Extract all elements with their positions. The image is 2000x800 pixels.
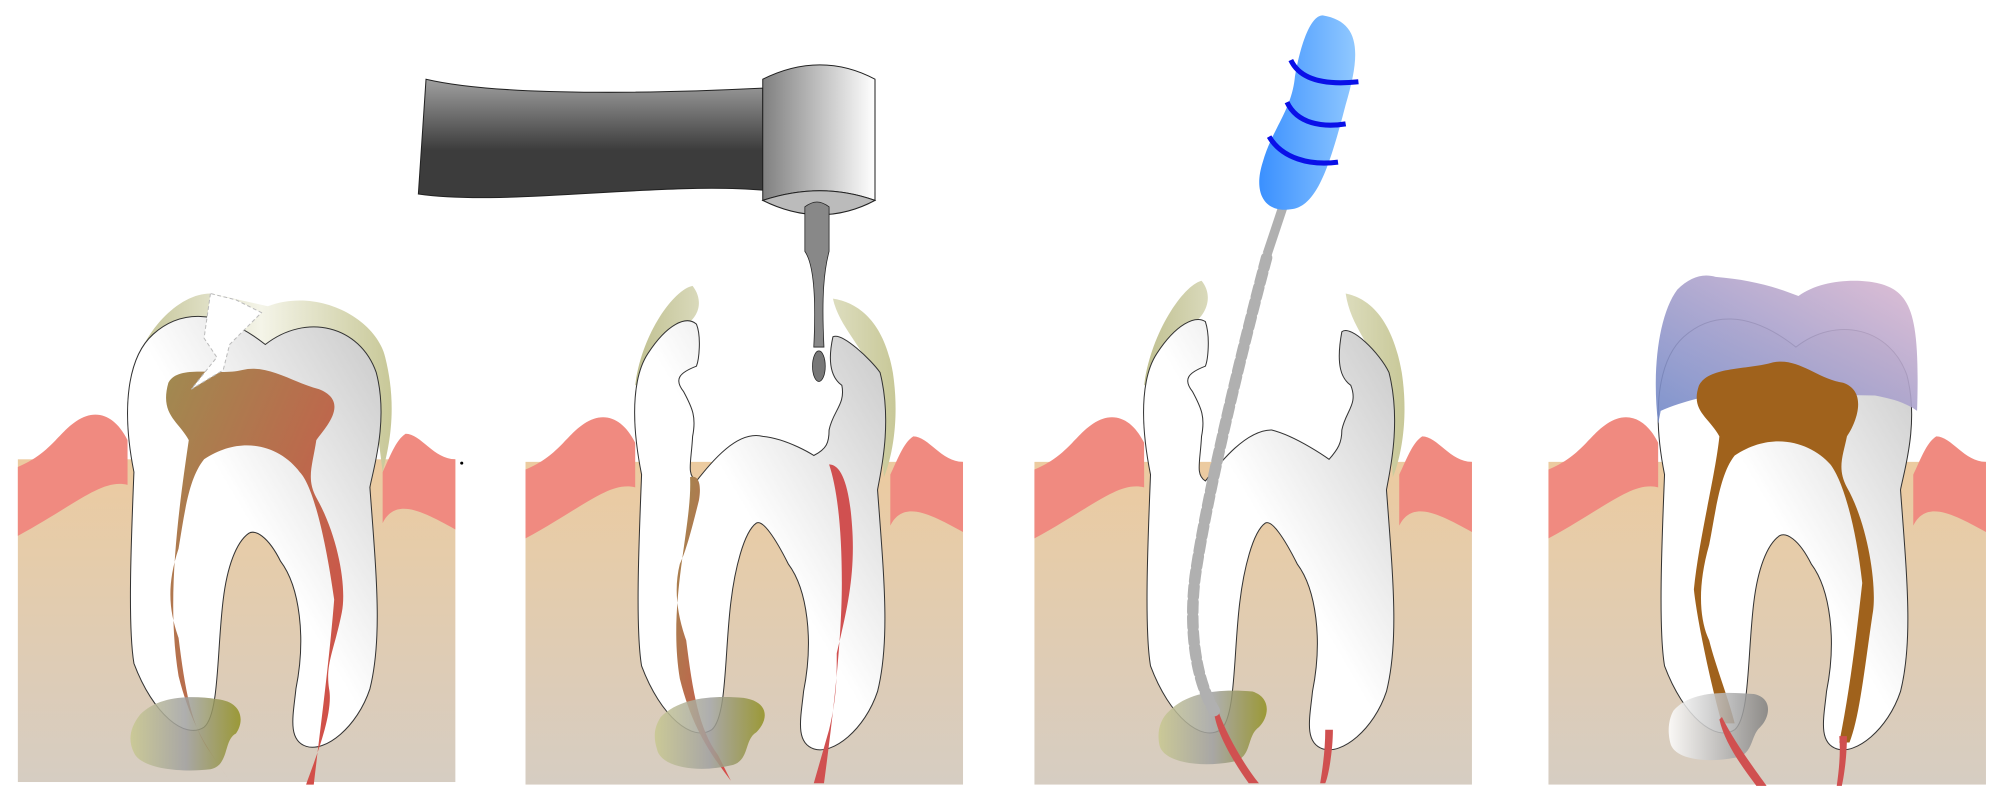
root-filling — [1693, 361, 1874, 743]
stage-2-drilling — [417, 64, 964, 785]
stage-4-filled-crowned — [1548, 275, 1986, 786]
enamel — [130, 293, 392, 473]
endodontic-file-icon — [1187, 15, 1359, 717]
infected-pulp — [166, 368, 344, 785]
stage-3-root-canal-file — [1034, 15, 1472, 785]
crack — [190, 292, 263, 390]
abscess — [130, 697, 241, 771]
dental-drill-icon — [417, 64, 877, 382]
stage-1-infected-tooth — [17, 292, 464, 785]
